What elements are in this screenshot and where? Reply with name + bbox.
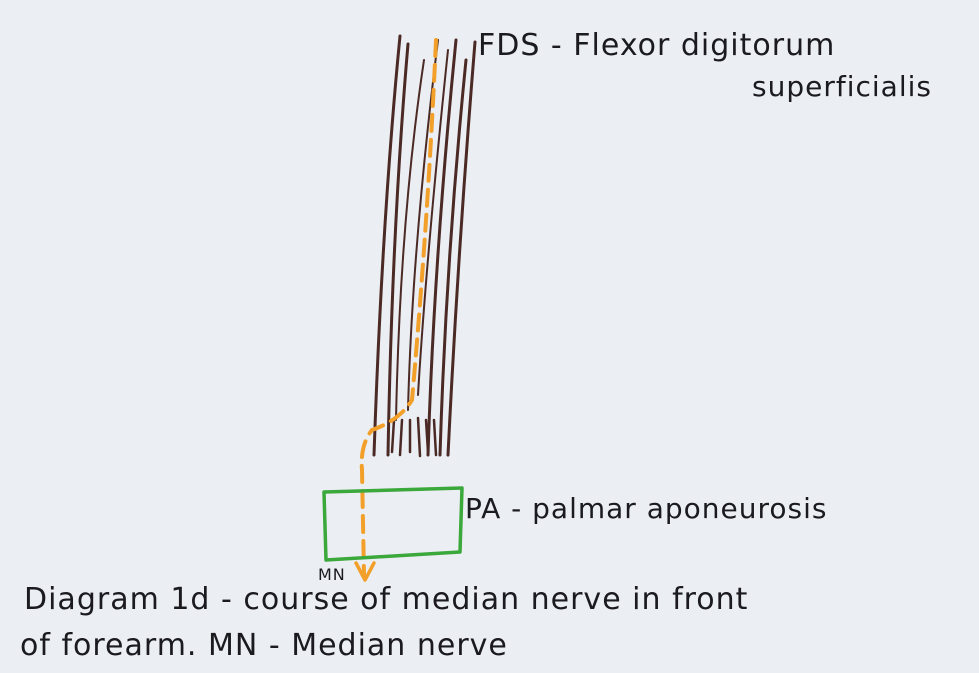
fds-fiber: [395, 59, 425, 421]
fds-label-continued: superficialis: [752, 70, 932, 103]
fds-fiber: [438, 58, 468, 457]
fds-fiber: [386, 42, 410, 457]
palmar-aponeurosis: [322, 486, 464, 562]
fds-tendon: [398, 418, 404, 457]
fds-tendon: [416, 416, 422, 458]
fds-tendon: [424, 418, 430, 454]
caption-line-1: Diagram 1d - course of median nerve in f…: [24, 582, 749, 617]
fds-fiber: [426, 38, 458, 457]
fds-fiber: [446, 40, 477, 457]
median-nerve: [359, 38, 438, 577]
mn-label: MN: [318, 565, 346, 584]
fds-fiber: [372, 34, 402, 457]
median-nerve-arrowhead: [354, 561, 376, 582]
fds-label: FDS - Flexor digitorum: [478, 28, 836, 63]
fds-tendon-ends: [390, 416, 438, 458]
fds-fiber: [417, 49, 449, 396]
fds-tendon: [390, 418, 396, 454]
caption-line-2: of forearm. MN - Median nerve: [20, 628, 508, 663]
pa-label: PA - palmar aponeurosis: [465, 492, 828, 525]
fds-tendon: [432, 418, 438, 457]
